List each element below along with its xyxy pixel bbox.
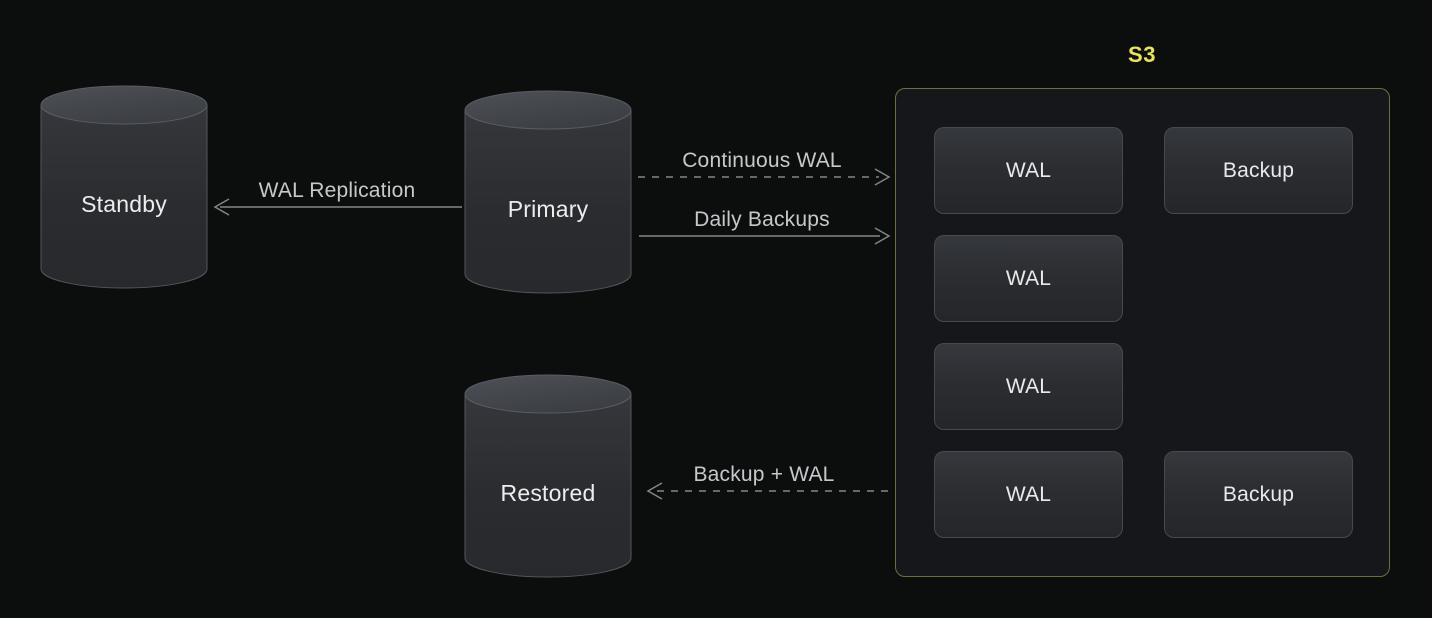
edge-continuous-wal-label: Continuous WAL (682, 149, 842, 172)
database-cylinder-icon (464, 90, 632, 294)
s3-region: WAL Backup WAL WAL WAL Backup (895, 88, 1390, 577)
arrowhead-left-icon (646, 482, 663, 500)
edge-backup-wal-label: Backup + WAL (693, 463, 835, 486)
node-primary-label: Primary (507, 195, 589, 222)
arrowhead-right-icon (874, 168, 891, 186)
arrowhead-right-icon (874, 227, 891, 245)
s3-item-wal-1: WAL (934, 127, 1123, 214)
node-standby: Standby (40, 85, 208, 289)
s3-item-backup-1: Backup (1164, 127, 1353, 214)
database-cylinder-icon (464, 374, 632, 578)
s3-item-wal-3: WAL (934, 343, 1123, 430)
s3-region-title: S3 (1128, 42, 1156, 67)
edge-daily-backups-label: Daily Backups (694, 208, 830, 231)
node-primary: Primary (464, 90, 632, 294)
node-restored-label: Restored (500, 479, 596, 506)
s3-item-wal-4: WAL (934, 451, 1123, 538)
s3-item-wal-2: WAL (934, 235, 1123, 322)
edge-wal-replication-label: WAL Replication (258, 179, 416, 202)
database-cylinder-icon (40, 85, 208, 289)
node-restored: Restored (464, 374, 632, 578)
s3-item-backup-2: Backup (1164, 451, 1353, 538)
node-standby-label: Standby (81, 190, 167, 217)
arrowhead-left-icon (213, 198, 230, 216)
